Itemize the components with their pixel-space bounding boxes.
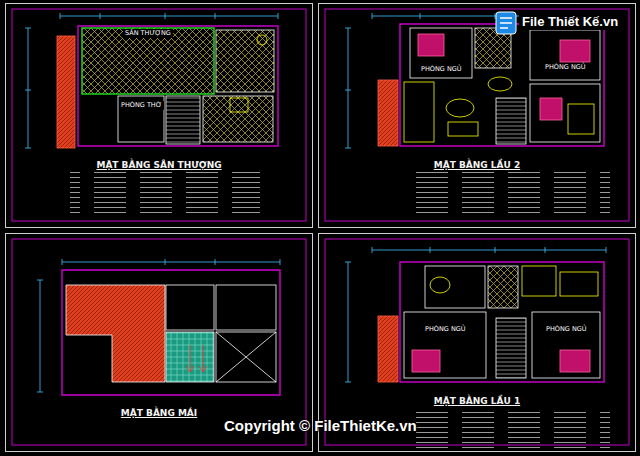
drawing-panel: MẶT BẰNG SÂN THƯỢNG SÂN THƯỢNG PHÒNG THỜ (5, 3, 313, 228)
room-label: PHÒNG NGỦ (423, 325, 468, 334)
sheet-title: MẶT BẰNG SÂN THƯỢNG (6, 160, 312, 170)
drawing-panel: MẶT BẰNG LẦU 2 PHÒNG NGỦ PHÒNG NGỦ (318, 3, 636, 228)
room-name: PHÒNG NGỦ (545, 64, 586, 71)
watermark: Copyright © FileThietKe.vn (224, 417, 417, 434)
sheet-title: MẶT BẰNG MÁI (6, 408, 312, 418)
room-name: PHÒNG NGỦ (546, 326, 587, 333)
room-label: PHÒNG NGỦ (543, 63, 588, 72)
sheet-title: MẶT BẰNG LẦU 1 (319, 396, 635, 406)
room-label: PHÒNG NGỦ (544, 325, 589, 334)
sheet-title: MẶT BẰNG LẦU 2 (319, 160, 635, 170)
room-label: PHÒNG THỜ (119, 101, 164, 110)
room-label: SÂN THƯỢNG (123, 29, 173, 38)
room-label: PHÒNG NGỦ (419, 65, 464, 74)
room-name: PHÒNG NGỦ (421, 66, 462, 73)
room-name: PHÒNG THỜ (121, 102, 162, 109)
room-name: SÂN THƯỢNG (125, 30, 171, 37)
logo-text: File Thiết Kế.vn (519, 13, 621, 30)
room-name: PHÒNG NGỦ (425, 326, 466, 333)
